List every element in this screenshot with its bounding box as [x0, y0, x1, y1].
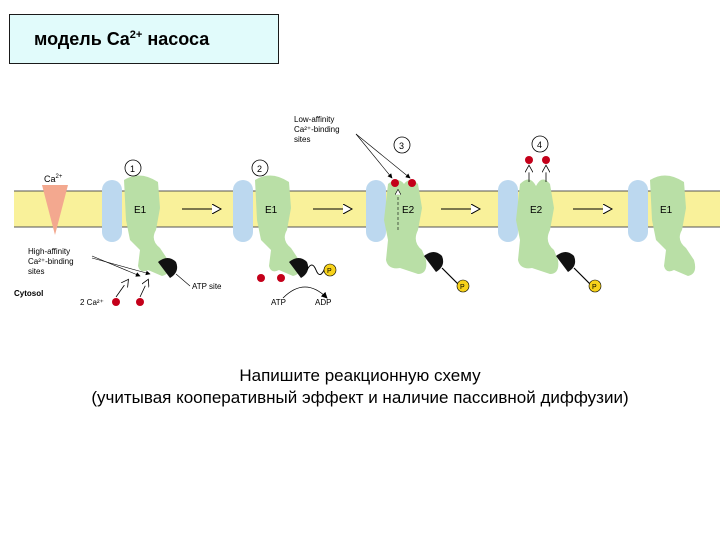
- calcium-ion: [112, 298, 120, 306]
- channel-domain: [102, 180, 122, 242]
- svg-text:P: P: [592, 284, 597, 291]
- calcium-ion: [525, 156, 533, 164]
- conformation-label: E1: [134, 205, 147, 216]
- pump-domain: [516, 179, 559, 274]
- phosphate: [456, 279, 470, 293]
- ion-label: Ca2+: [44, 174, 63, 184]
- calcium-ion: [277, 274, 285, 282]
- conformation-label: E2: [402, 205, 415, 216]
- channel-domain: [233, 180, 253, 242]
- step-marker: [393, 136, 411, 154]
- channel-domain: [628, 180, 648, 242]
- title-box: модель Ca2+ насоса: [9, 14, 279, 64]
- pump-state-4: E2 P: [498, 156, 611, 293]
- conformation-label: E1: [265, 205, 278, 216]
- calcium-ion: [391, 179, 399, 187]
- atp-binding-site: [556, 252, 576, 272]
- svg-text:2: 2: [257, 164, 262, 174]
- gradient-funnel: [42, 185, 68, 235]
- cytosol-label: Cytosol: [14, 289, 43, 298]
- pump-domain: [255, 175, 301, 276]
- adp-label: ADP: [315, 298, 331, 307]
- caption-line-1: Напишите реакционную схему: [239, 366, 481, 385]
- page-title: модель Ca2+ насоса: [34, 29, 210, 49]
- calcium-ion: [542, 156, 550, 164]
- channel-domain: [498, 180, 518, 242]
- svg-text:P: P: [327, 268, 332, 275]
- atp-binding-site: [424, 252, 444, 272]
- conformation-label: E1: [660, 205, 673, 216]
- pump-domain: [650, 175, 696, 276]
- ions-in-label: 2 Ca²⁺: [80, 298, 104, 307]
- pump-state-3: E2 P: [366, 179, 479, 293]
- pump-state-5: E1: [628, 175, 696, 276]
- conformation-label: E2: [530, 205, 543, 216]
- atp-binding-site: [158, 258, 178, 278]
- atp-site-label: ATP site: [192, 282, 222, 291]
- atp-binding-site: [289, 258, 309, 278]
- calcium-ion: [257, 274, 265, 282]
- atp-adp-arrow: [282, 286, 328, 299]
- phosphate: [588, 279, 602, 293]
- svg-text:P: P: [460, 284, 465, 291]
- step-marker: [531, 135, 549, 153]
- step-marker: [251, 159, 269, 177]
- pump-domain: [124, 175, 170, 276]
- caption-line-2: (учитывая кооперативный эффект и наличие…: [91, 388, 629, 407]
- calcium-ion: [136, 298, 144, 306]
- pump-state-1: E1: [102, 175, 220, 278]
- calcium-ion: [408, 179, 416, 187]
- atp-label: ATP: [271, 298, 286, 307]
- step-marker: [124, 159, 142, 177]
- pump-state-2: E1: [233, 175, 351, 282]
- channel-domain: [366, 180, 386, 242]
- svg-text:3: 3: [399, 141, 404, 151]
- svg-text:4: 4: [537, 140, 542, 150]
- svg-text:1: 1: [130, 164, 135, 174]
- pump-domain: [384, 180, 427, 274]
- phosphate: [323, 263, 337, 277]
- phosphate-linker: [306, 264, 326, 275]
